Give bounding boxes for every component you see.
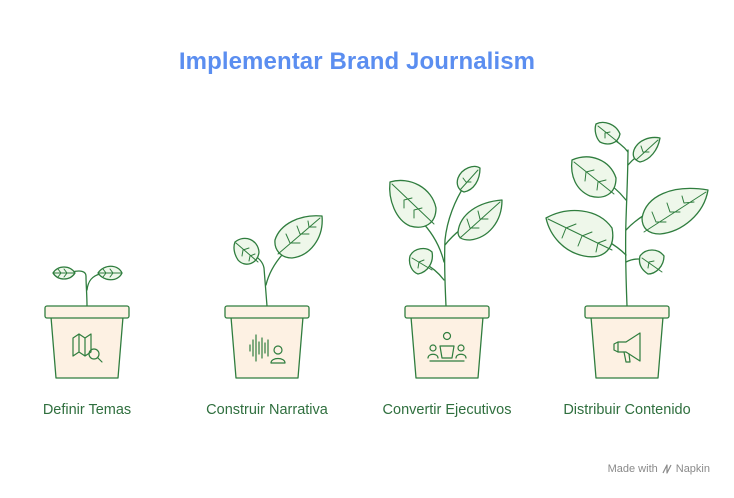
step-label-convertir-ejecutivos: Convertir Ejecutivos <box>382 402 512 418</box>
leaf <box>594 121 621 145</box>
leaf <box>389 179 437 228</box>
megaphone-icon <box>613 332 641 363</box>
napkin-watermark: Made with Napkin <box>608 463 710 475</box>
made-with-text: Made with <box>607 463 658 475</box>
leaf <box>97 265 123 281</box>
step-label-definir-temas: Definir Temas <box>42 402 132 418</box>
pot <box>404 305 490 379</box>
leaf <box>233 237 260 265</box>
leaf <box>457 199 503 241</box>
leaf <box>570 156 617 198</box>
leaf <box>408 247 434 275</box>
speaker-audience-icon <box>427 331 467 362</box>
plant-convertir-ejecutivos <box>389 165 503 379</box>
plant-definir-temas <box>44 265 130 379</box>
pot <box>44 305 130 379</box>
leaf <box>641 187 709 235</box>
leaf <box>638 249 665 275</box>
leaf <box>456 165 481 193</box>
step-label-construir-narrativa: Construir Narrativa <box>206 402 328 418</box>
audio-wave-person-icon <box>249 334 286 364</box>
leaf <box>52 266 76 280</box>
pot <box>584 305 670 379</box>
pot <box>224 305 310 379</box>
leaf <box>274 215 323 259</box>
plant-distribuir-contenido <box>545 121 709 379</box>
leaf <box>632 136 661 163</box>
napkin-brand-text: Napkin <box>675 463 710 475</box>
napkin-logo-icon <box>662 464 672 474</box>
step-label-distribuir-contenido: Distribuir Contenido <box>563 402 691 418</box>
leaf <box>545 209 614 258</box>
plant-construir-narrativa <box>224 215 323 379</box>
map-search-icon <box>72 333 103 363</box>
diagram-title: Implementar Brand Journalism <box>178 48 536 75</box>
